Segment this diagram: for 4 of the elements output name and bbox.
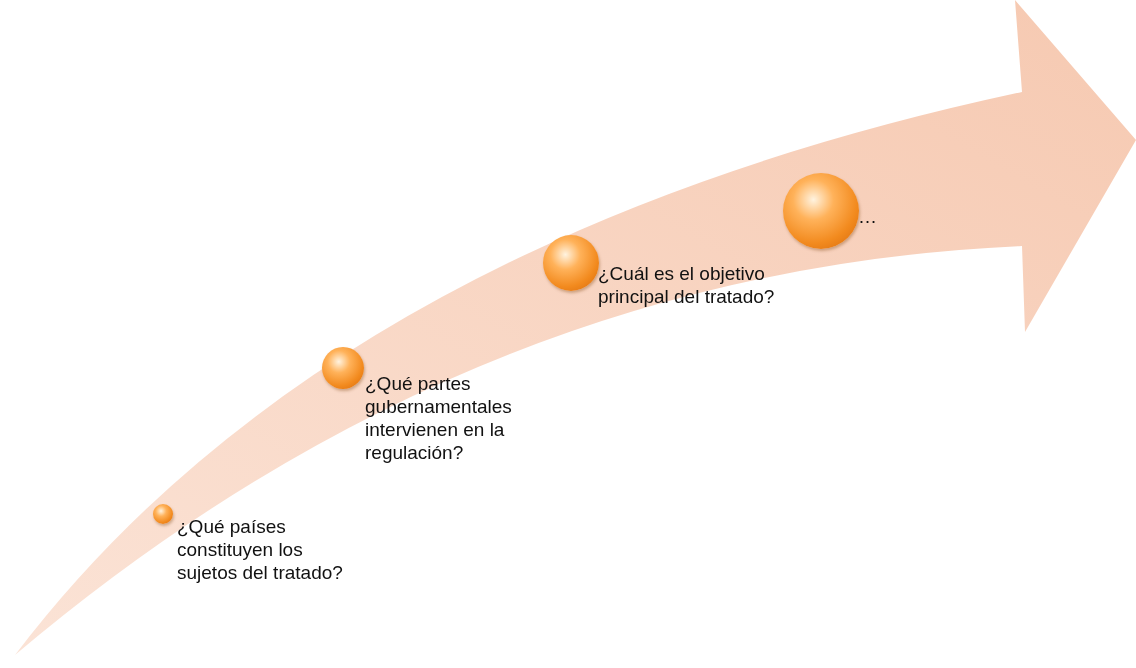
step-text: ¿Qué partes gubernamentales intervienen en la regulación? (365, 372, 513, 464)
step-text: … (858, 205, 878, 228)
step-text: ¿Qué países constituyen los sujetos del tratado? (177, 515, 344, 584)
step-text: ¿Cuál es el objetivo principal del tratado? (598, 262, 776, 308)
